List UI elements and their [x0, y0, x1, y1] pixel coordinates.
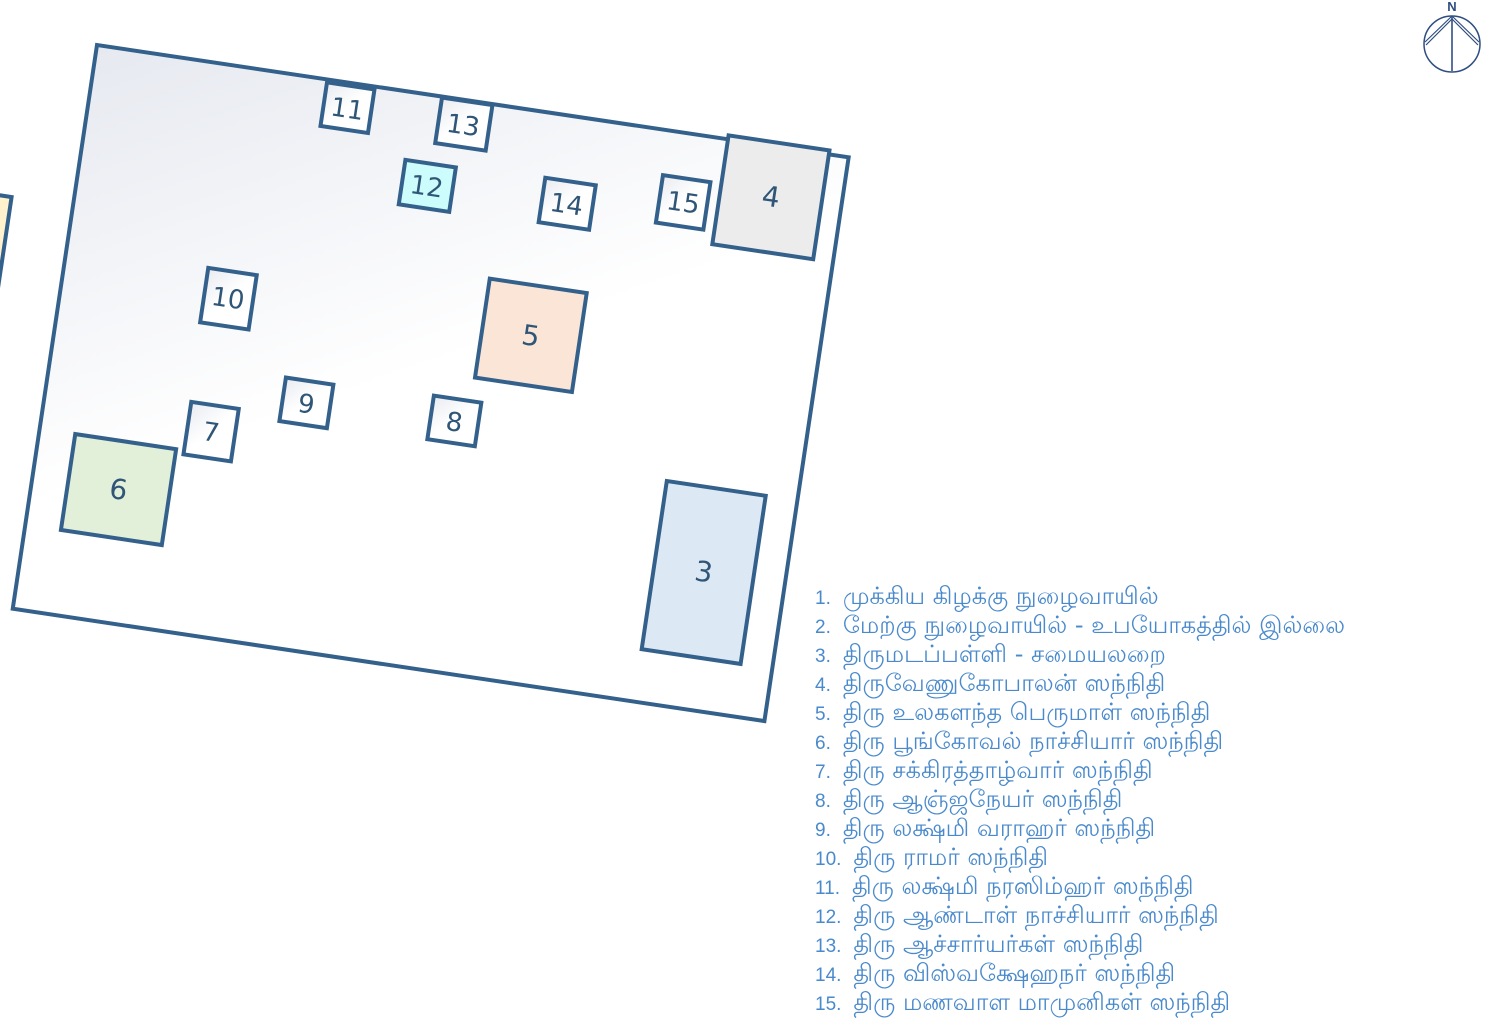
legend-item: 7. திரு சக்கிரத்தாழ்வார் ஸந்நிதி — [815, 756, 1345, 785]
plan-box-11[interactable]: 11 — [318, 80, 377, 136]
legend-item: 4. திருவேணுகோபாலன் ஸந்நிதி — [815, 669, 1345, 698]
legend-text: திரு ஆஞ்ஜநேயர் ஸந்நிதி — [842, 785, 1123, 813]
legend-text: திரு லக்ஷ்மி நரஸிம்ஹர் ஸந்நிதி — [852, 872, 1194, 900]
legend-item: 3. திருமடப்பள்ளி - சமையலறை — [815, 640, 1345, 669]
legend-item: 11. திரு லக்ஷ்மி நரஸிம்ஹர் ஸந்நிதி — [815, 872, 1345, 901]
legend-item: 12. திரு ஆண்டாள் நாச்சியார் ஸந்நிதி — [815, 901, 1345, 930]
legend-number: 5. — [815, 704, 831, 725]
legend-text: திரு சக்கிரத்தாழ்வார் ஸந்நிதி — [842, 756, 1153, 784]
plan-box-10[interactable]: 10 — [197, 265, 260, 332]
box-label-6: 6 — [107, 472, 130, 507]
plan-box-12[interactable]: 12 — [396, 157, 459, 215]
plan-box-13[interactable]: 13 — [432, 95, 495, 153]
legend-text: திருமடப்பள்ளி - சமையலறை — [842, 640, 1166, 668]
box-label-3: 3 — [693, 554, 716, 589]
legend-item: 2. மேற்கு நுழைவாயில் - உபயோகத்தில் இல்லை — [815, 611, 1345, 640]
legend-number: 3. — [815, 646, 831, 667]
box-label-15: 15 — [664, 186, 701, 221]
legend-item: 6. திரு பூங்கோவல் நாச்சியார் ஸந்நிதி — [815, 727, 1345, 756]
legend-text: முக்கிய கிழக்கு நுழைவாயில் — [842, 582, 1159, 610]
box-label-13: 13 — [444, 109, 481, 144]
legend-number: 8. — [815, 791, 831, 812]
box-label-4: 4 — [760, 179, 783, 214]
plan-box-9[interactable]: 9 — [277, 375, 336, 431]
legend-text: திரு மணவாள மாமுனிகள் ஸந்நிதி — [853, 988, 1231, 1016]
legend-number: 10. — [815, 849, 842, 870]
legend-number: 2. — [815, 617, 831, 638]
legend-item: 5. திரு உலகளந்த பெருமாள் ஸந்நிதி — [815, 698, 1345, 727]
legend-text: திரு ஆண்டாள் நாச்சியார் ஸந்நிதி — [853, 901, 1219, 929]
shrine-legend: 1. முக்கிய கிழக்கு நுழைவாயில் 2. மேற்கு நு… — [815, 582, 1345, 1017]
legend-number: 12. — [815, 907, 842, 928]
legend-number: 4. — [815, 675, 831, 696]
legend-item: 13. திரு ஆச்சார்யர்கள் ஸந்நிதி — [815, 930, 1345, 959]
box-label-7: 7 — [200, 417, 221, 449]
plan-box-2[interactable]: 2 — [0, 186, 14, 321]
plan-box-8[interactable]: 8 — [425, 393, 484, 449]
plan-box-7[interactable]: 7 — [181, 399, 242, 464]
legend-item: 9. திரு லக்ஷ்மி வராஹர் ஸந்நிதி — [815, 814, 1345, 843]
legend-text: திரு உலகளந்த பெருமாள் ஸந்நிதி — [842, 698, 1211, 726]
plan-box-14[interactable]: 14 — [536, 175, 599, 233]
compass-north-label: N — [1447, 0, 1456, 14]
legend-number: 15. — [815, 994, 842, 1015]
legend-item: 14. திரு விஸ்வக்ஷேஹநர் ஸந்நிதி — [815, 959, 1345, 988]
legend-text: திரு லக்ஷ்மி வராஹர் ஸந்நிதி — [842, 814, 1156, 842]
legend-number: 13. — [815, 936, 842, 957]
legend-item: 8. திரு ஆஞ்ஜநேயர் ஸந்நிதி — [815, 785, 1345, 814]
legend-item: 15. திரு மணவாள மாமுனிகள் ஸந்நிதி — [815, 988, 1345, 1017]
box-label-12: 12 — [408, 170, 445, 205]
plan-box-3[interactable]: 3 — [639, 478, 768, 667]
box-label-10: 10 — [209, 282, 246, 317]
legend-text: திருவேணுகோபாலன் ஸந்நிதி — [842, 669, 1166, 697]
legend-item: 10. திரு ராமர் ஸந்நிதி — [815, 843, 1345, 872]
plan-box-4[interactable]: 4 — [710, 133, 832, 262]
plan-box-15[interactable]: 15 — [653, 172, 713, 232]
legend-number: 1. — [815, 588, 831, 609]
legend-item: 1. முக்கிய கிழக்கு நுழைவாயில் — [815, 582, 1345, 611]
box-label-14: 14 — [548, 188, 585, 223]
box-label-5: 5 — [520, 318, 543, 353]
legend-text: திரு ஆச்சார்யர்கள் ஸந்நிதி — [853, 930, 1144, 958]
north-compass-icon: N — [1423, 0, 1481, 73]
box-label-9: 9 — [296, 389, 317, 421]
legend-text: திரு ராமர் ஸந்நிதி — [853, 843, 1049, 871]
legend-text: திரு விஸ்வக்ஷேஹநர் ஸந்நிதி — [853, 959, 1176, 987]
legend-text: திரு பூங்கோவல் நாச்சியார் ஸந்நிதி — [842, 727, 1224, 755]
legend-text: மேற்கு நுழைவாயில் - உபயோகத்தில் இல்லை — [842, 611, 1345, 639]
legend-number: 6. — [815, 733, 831, 754]
legend-number: 14. — [815, 965, 842, 986]
box-label-8: 8 — [444, 407, 465, 439]
plan-box-5[interactable]: 5 — [472, 276, 589, 395]
legend-number: 9. — [815, 820, 831, 841]
legend-number: 11. — [815, 878, 841, 899]
plan-box-6[interactable]: 6 — [58, 431, 179, 548]
legend-number: 7. — [815, 762, 831, 783]
box-label-11: 11 — [329, 92, 366, 127]
